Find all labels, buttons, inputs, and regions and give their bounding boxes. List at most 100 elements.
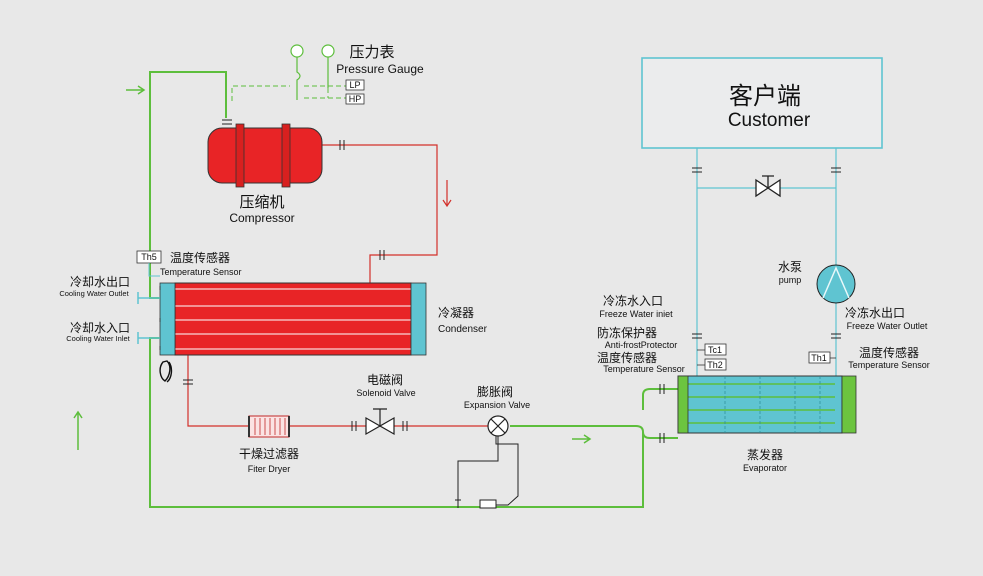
gauge-dashed-lines: [231, 85, 346, 101]
evaporator: 蒸发器 Evaporator: [677, 375, 857, 473]
lp-tag-box: [345, 79, 365, 91]
th5-lead: [148, 263, 160, 277]
sensor-th1: Th1 温度传感器 Temperature Sensor: [808, 345, 930, 370]
cooling-water-outlet-zh: 冷却水出口: [70, 275, 130, 289]
chilled-water-loop: [696, 148, 837, 376]
solenoid-actuator: [373, 408, 387, 426]
flange-compressor-suction: [222, 119, 232, 125]
chilled-water-flanges: [692, 167, 841, 339]
pump: 水泵 pump: [778, 260, 856, 304]
cooling-water-pipe-evap-top: [510, 425, 678, 439]
gauge-hp-icon: [321, 44, 335, 58]
pump-impeller: [822, 266, 850, 299]
filter-dryer-mesh: [254, 418, 286, 435]
customer-box: [641, 57, 883, 149]
tc1-tag: Tc1: [708, 345, 722, 355]
pump-label-zh: 水泵: [778, 260, 802, 274]
filter-dryer-label-zh: 干燥过滤器: [239, 447, 299, 461]
compressor: 压缩机 Compressor: [207, 123, 323, 225]
sensor-th2: 温度传感器 Temperature Sensor Th2: [597, 350, 727, 374]
freeze-water-outlet-en: Freeze Water Outlet: [847, 321, 928, 331]
pump-label-en: pump: [779, 275, 802, 285]
freeze-water-inlet-zh: 冷冻水入口: [603, 293, 663, 308]
customer-label-en: Customer: [728, 110, 811, 131]
compressor-band-left: [235, 123, 245, 188]
cooling-water-stubs: [137, 292, 160, 344]
th1-tag: Th1: [811, 353, 827, 363]
refrigerant-flanges: [183, 119, 665, 443]
evaporator-head-right: [841, 375, 857, 434]
flange-condenser-out: [183, 379, 193, 385]
evaporator-head-left: [677, 375, 689, 434]
condenser-label-en: Condenser: [438, 324, 488, 335]
solenoid-valve-label-zh: 电磁阀: [367, 372, 403, 387]
pressure-gauge-label-zh: 压力表: [349, 43, 394, 61]
cooling-water-inlet-zh: 冷却水入口: [70, 321, 130, 335]
lp-tag: LP: [349, 80, 360, 90]
pressure-gauge-group: LP HP 压力表 Pressure Gauge: [231, 43, 424, 105]
condenser: 冷凝器 Condenser: [159, 282, 488, 356]
pressure-gauge-label-en: Pressure Gauge: [336, 62, 424, 76]
compressor-label-zh: 压缩机: [239, 193, 284, 211]
th1-label-en: Temperature Sensor: [848, 360, 930, 370]
condenser-head-left: [159, 282, 176, 356]
flange-discharge: [339, 140, 345, 150]
sensor-tc1: 防冻保护器 Anti-frostProtector Tc1: [597, 325, 727, 356]
bypass-valve-stem: [762, 175, 774, 188]
liquid-line: [187, 355, 488, 427]
expansion-sensing-point: [455, 496, 461, 508]
cooling-water-inlet-en: Cooling Water Inlet: [66, 334, 130, 343]
cooling-water-pipe-evap-mid: [642, 388, 678, 410]
th2-label-en: Temperature Sensor: [603, 364, 685, 374]
flange-evap-1: [659, 384, 665, 394]
expansion-valve-label-en: Expansion Valve: [464, 400, 530, 410]
th1-tag-box: [808, 351, 831, 364]
th5-label-zh: 温度传感器: [170, 250, 230, 265]
filter-dryer-label-en: Fiter Dryer: [248, 464, 291, 474]
expansion-bulb: [479, 499, 497, 509]
compressor-body: [207, 127, 323, 184]
condenser-tubes: [175, 288, 411, 350]
condenser-label-zh: 冷凝器: [438, 305, 474, 320]
hp-tag-box: [345, 93, 365, 105]
expansion-valve-capillary: [457, 436, 519, 506]
solenoid-valve: 电磁阀 Solenoid Valve: [356, 372, 416, 436]
condenser-head-right: [410, 282, 427, 356]
th2-tag: Th2: [707, 360, 723, 370]
hp-tag: HP: [349, 94, 362, 104]
flow-arrow-down-red: [442, 180, 452, 208]
flanges-bottom: [692, 333, 841, 339]
freeze-water-outlet-zh: 冷冻水出口: [845, 305, 905, 320]
flange-solenoid-out: [402, 421, 408, 431]
flange-solenoid-in: [351, 421, 357, 431]
evaporator-label-zh: 蒸发器: [747, 447, 783, 462]
th5-label-en: Temperature Sensor: [160, 267, 242, 277]
sensor-th5: Th5 温度传感器 Temperature Sensor: [136, 250, 242, 277]
fan-icon: [159, 360, 173, 383]
expansion-valve-label-zh: 膨胀阀: [477, 385, 513, 399]
flange-evap-2: [659, 433, 665, 443]
customer-label-zh: 客户端: [729, 82, 801, 110]
expansion-valve-cross: [490, 418, 506, 434]
solenoid-valve-label-en: Solenoid Valve: [356, 388, 415, 398]
flow-arrow-up-left: [73, 410, 83, 450]
flow-arrow-right-top: [126, 85, 146, 95]
cooling-water-labels: 冷却水出口 Cooling Water Outlet 冷却水入口 Cooling…: [59, 275, 160, 344]
cooling-water-outlet-en: Cooling Water Outlet: [59, 289, 129, 298]
th2-label-zh: 温度传感器: [597, 350, 657, 365]
anti-frost-label-zh: 防冻保护器: [597, 325, 657, 340]
freeze-water-inlet-en: Freeze Water iniet: [599, 309, 673, 319]
filter-dryer: 干燥过滤器 Fiter Dryer: [239, 415, 299, 474]
flanges-top: [692, 167, 841, 173]
condenser-shell: [174, 282, 412, 356]
evaporator-label-en: Evaporator: [743, 463, 787, 473]
flow-arrow-right-bottom: [572, 434, 592, 444]
tc1-tag-box: [704, 343, 727, 356]
th1-label-zh: 温度传感器: [859, 345, 919, 360]
filter-dryer-caps: [248, 416, 290, 437]
cooling-water-pipe-bottom: [149, 337, 644, 508]
gauge-lp-icon: [290, 44, 304, 58]
gauge-lines: [296, 57, 329, 100]
pump-icon: [816, 264, 856, 304]
